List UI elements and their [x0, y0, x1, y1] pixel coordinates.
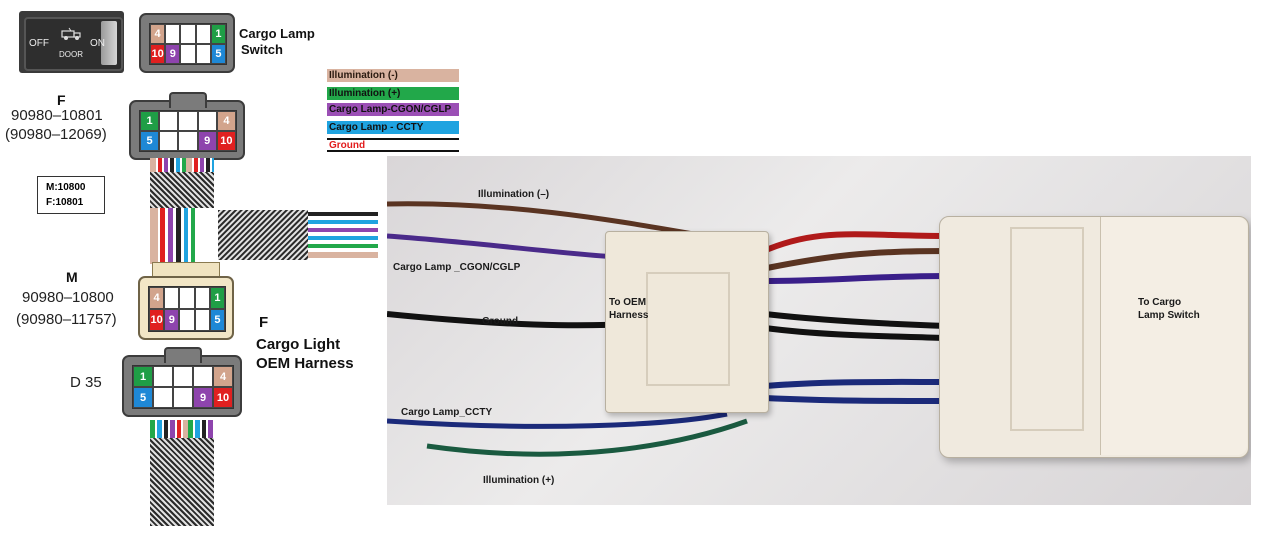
- pin-empty: [159, 131, 179, 151]
- cargo-lamp-switch-photo: OFF ON DOOR: [19, 11, 124, 73]
- pin-empty: [173, 387, 193, 408]
- pin-9: 9: [197, 131, 217, 151]
- junction-wiring: [150, 208, 378, 264]
- pin-empty: [159, 111, 179, 131]
- pin-1: 1: [209, 287, 225, 309]
- pin-4: 4: [213, 366, 233, 387]
- legend-cgon: Cargo Lamp-CGON/CGLP: [327, 103, 459, 116]
- pin-9: 9: [165, 44, 181, 64]
- harness-photo: Illumination (–) Cargo Lamp _CGON/CGLP G…: [387, 156, 1251, 505]
- harness-wire-stubs: [150, 420, 214, 438]
- pin-10: 10: [149, 309, 165, 331]
- pin-1: 1: [140, 111, 160, 131]
- part-number-line2: F:10801: [46, 197, 84, 208]
- pin-1: 1: [133, 366, 153, 387]
- oem-connector-body: [605, 231, 769, 413]
- pin-9: 9: [193, 387, 213, 408]
- photo-label-switch: To Cargo Lamp Switch: [1138, 297, 1200, 321]
- f-connector-gender: F: [57, 92, 66, 108]
- pin-empty: [153, 366, 173, 387]
- pin-5: 5: [209, 309, 225, 331]
- f-connector-part1: 90980–10801: [11, 107, 103, 124]
- harness-sleeve: [150, 438, 214, 526]
- pin-empty: [179, 287, 195, 309]
- harness-id: D 35: [70, 374, 102, 391]
- pin-4: 4: [149, 287, 165, 309]
- photo-label-illum-neg: Illumination (–): [478, 189, 550, 200]
- pin-empty: [178, 111, 198, 131]
- switch-connector-body: [939, 216, 1249, 458]
- harness-title: Cargo Light: [256, 336, 341, 353]
- pin-empty: [180, 44, 196, 64]
- photo-label-ground: Ground: [482, 316, 519, 327]
- m-connector-part2: (90980–11757): [16, 311, 117, 328]
- f-connector-wire-stubs: [150, 158, 214, 172]
- harness-title2: OEM Harness: [256, 355, 354, 372]
- legend-ground: Ground: [327, 138, 459, 152]
- pin-empty: [180, 24, 196, 44]
- pin-empty: [195, 44, 211, 64]
- pin-1: 1: [210, 24, 226, 44]
- pin-empty: [165, 24, 181, 44]
- f-connector-part2: (90980–12069): [5, 126, 107, 143]
- legend-illum-neg: Illumination (-): [327, 69, 459, 82]
- photo-label-oem: To OEM Harness: [609, 297, 649, 321]
- m-connector-gender: M: [66, 269, 78, 285]
- photo-label-cgon: Cargo Lamp _CGON/CGLP: [393, 262, 521, 273]
- m-connector-part1: 90980–10800: [22, 289, 114, 306]
- pin-9: 9: [164, 309, 180, 331]
- pin-10: 10: [213, 387, 233, 408]
- part-number-line1: M:10800: [46, 182, 86, 193]
- pin-empty: [195, 24, 211, 44]
- pin-empty: [178, 131, 198, 151]
- switch-door-label: DOOR: [59, 50, 83, 59]
- switch-off-label: OFF: [29, 38, 49, 49]
- legend-ccty: Cargo Lamp - CCTY: [327, 121, 459, 134]
- legend-illum-pos: Illumination (+): [327, 87, 459, 100]
- harness-photo-wires: [387, 201, 948, 457]
- pin-10: 10: [216, 131, 236, 151]
- f-harness-sleeve: [150, 172, 214, 208]
- pin-empty: [173, 366, 193, 387]
- harness-gender: F: [259, 314, 269, 331]
- pin-10: 10: [150, 44, 166, 64]
- truck-icon: [61, 27, 83, 41]
- pin-empty: [153, 387, 173, 408]
- part-number-box: M:10800 F:10801: [37, 176, 105, 214]
- pin-5: 5: [210, 44, 226, 64]
- pin-empty: [197, 111, 217, 131]
- switch-connector-title: Cargo Lamp: [239, 26, 315, 41]
- pin-empty: [179, 309, 195, 331]
- pin-5: 5: [133, 387, 153, 408]
- pin-5: 5: [140, 131, 160, 151]
- photo-label-ccty: Cargo Lamp_CCTY: [401, 407, 493, 418]
- switch-on-label: ON: [90, 38, 105, 49]
- photo-label-illum-pos: Illumination (+): [483, 475, 555, 486]
- pin-empty: [194, 287, 210, 309]
- pin-empty: [194, 309, 210, 331]
- switch-connector-title2: Switch: [241, 42, 283, 57]
- pin-4: 4: [150, 24, 166, 44]
- pin-4: 4: [216, 111, 236, 131]
- pin-empty: [193, 366, 213, 387]
- pin-empty: [164, 287, 180, 309]
